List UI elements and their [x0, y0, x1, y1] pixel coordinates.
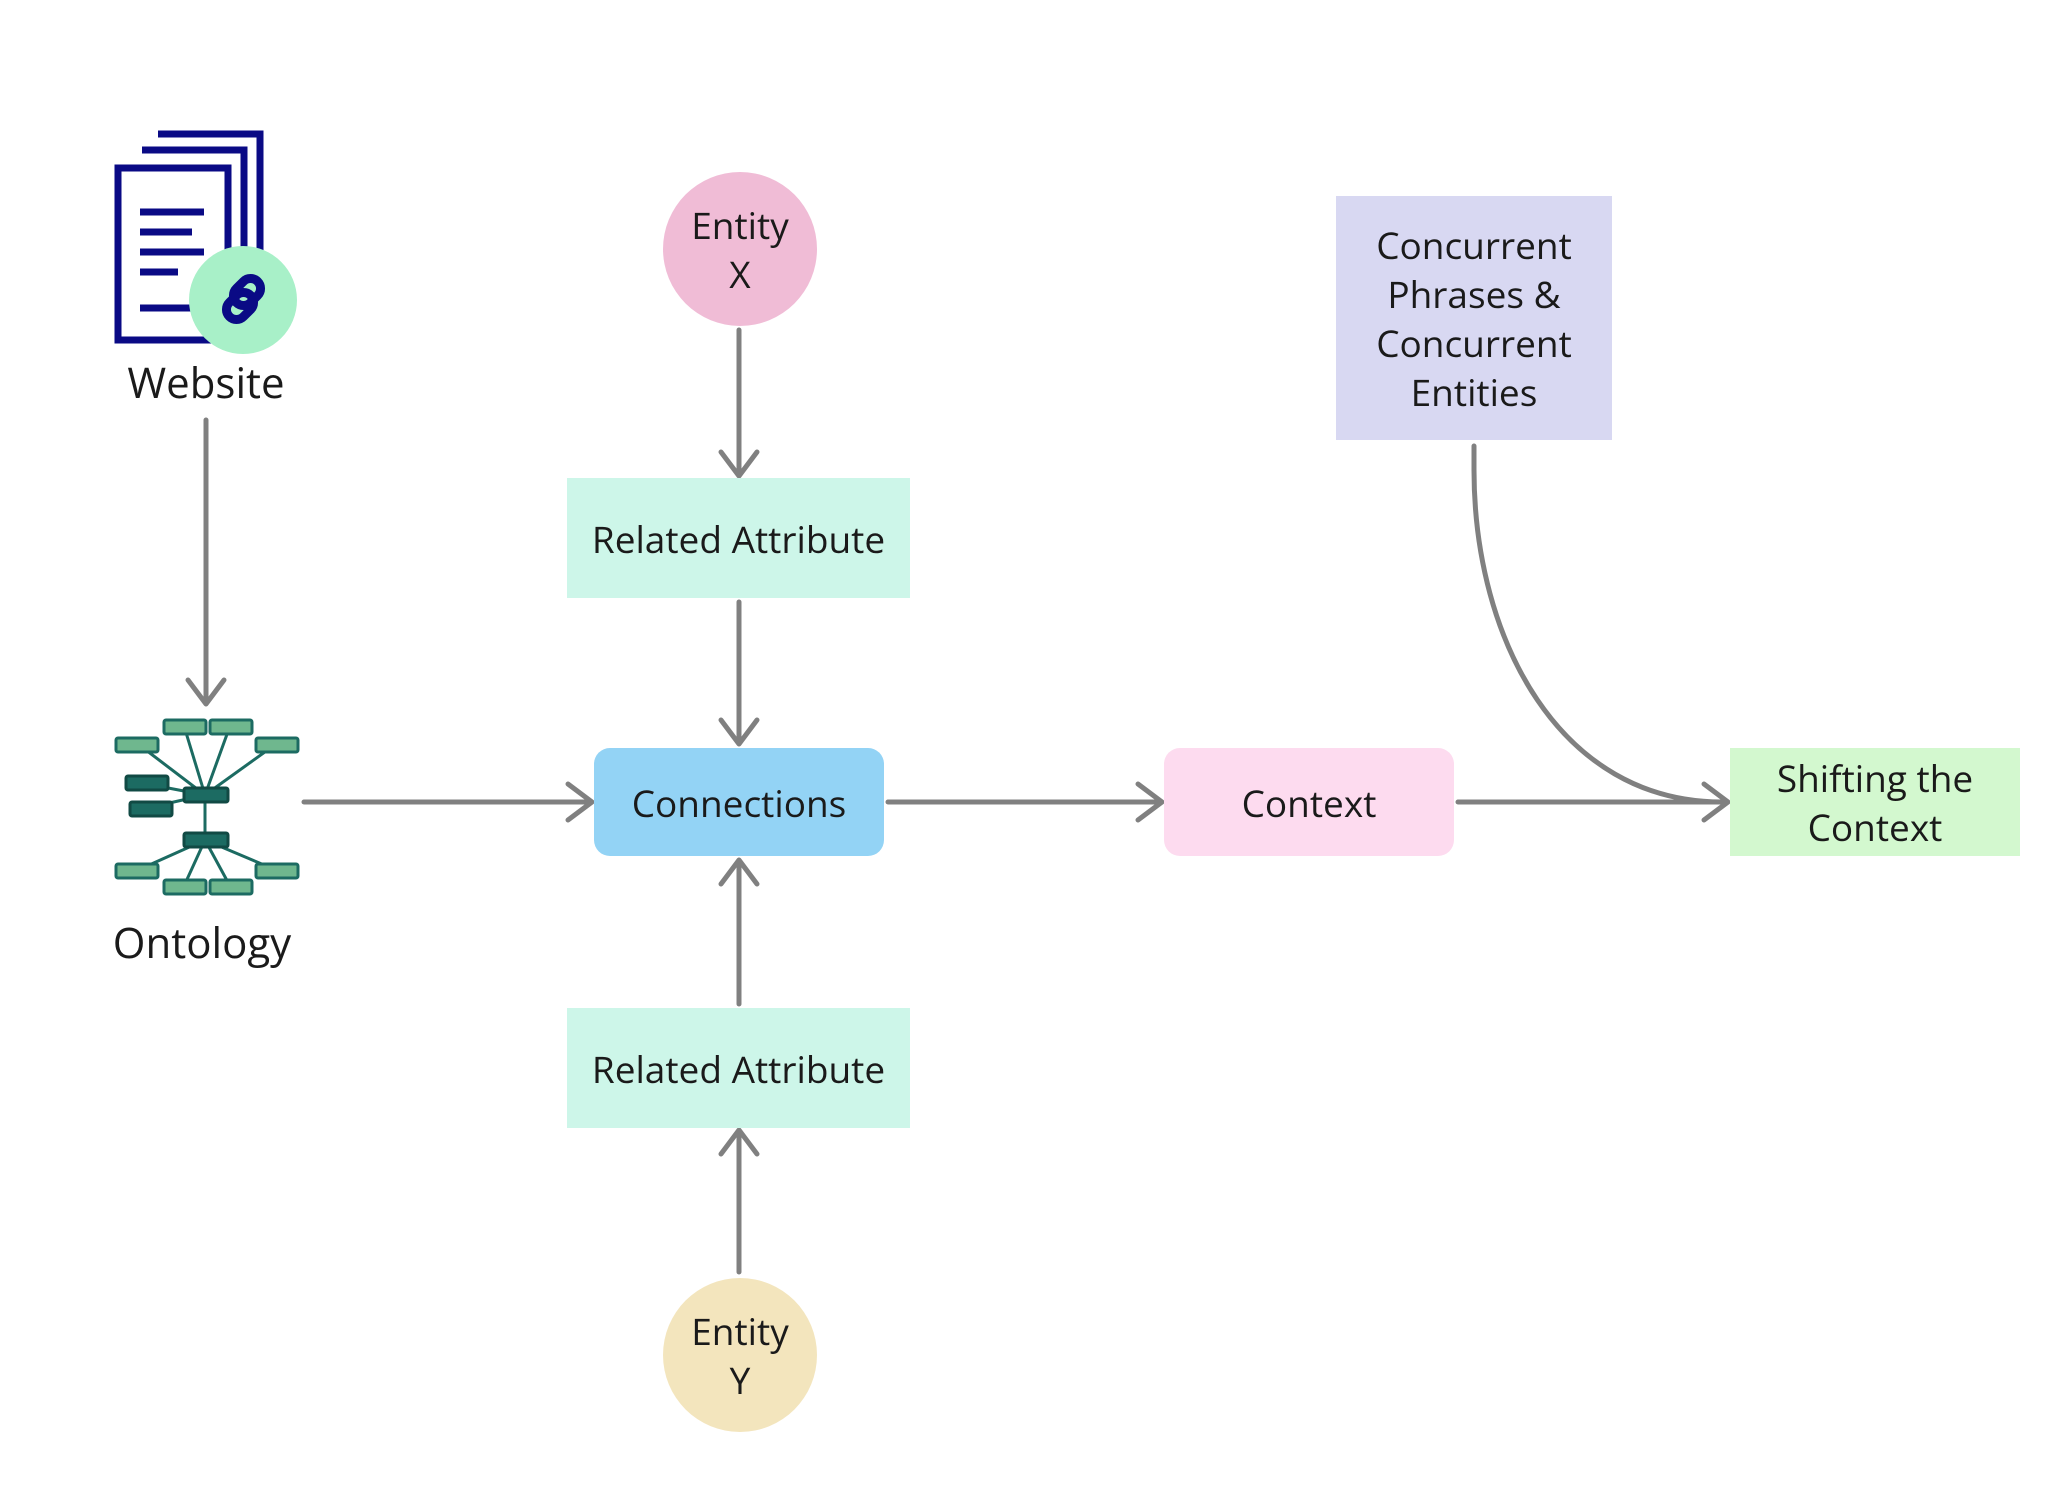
concurrent-line1: Concurrent: [1376, 219, 1572, 270]
connections-node: Connections: [594, 748, 884, 856]
connections-label: Connections: [631, 776, 847, 828]
website-label: Website: [127, 354, 285, 411]
arrowhead-connections-to-context: [1135, 781, 1165, 823]
concurrent-line2: Phrases &: [1387, 268, 1561, 319]
arrowhead-context-to-shifting: [1701, 781, 1731, 823]
related-attribute-bottom-label: Related Attribute: [591, 1042, 886, 1094]
context-node: Context: [1164, 748, 1454, 856]
concurrent-node: Concurrent Phrases & Concurrent Entities: [1336, 196, 1612, 440]
shifting-line2: Context: [1807, 801, 1943, 852]
related-attribute-bottom-node: Related Attribute: [567, 1008, 910, 1128]
entity-x-line1: Entity: [691, 199, 789, 250]
arrow-concurrent-to-shifting: [1471, 443, 1725, 805]
arrowhead-ontology-to-connections: [565, 781, 595, 823]
link-badge: [189, 246, 297, 354]
entity-x-node: Entity X: [663, 172, 817, 326]
entity-y-line2: Y: [729, 1354, 751, 1405]
ontology-node: [112, 710, 302, 900]
related-attribute-top-node: Related Attribute: [567, 478, 910, 598]
document-link-icon: [114, 130, 297, 354]
entity-y-line1: Entity: [691, 1305, 789, 1356]
entity-x-line2: X: [729, 248, 751, 299]
arrowhead-entityx-to-related-top: [718, 449, 760, 479]
shifting-line1: Shifting the: [1776, 752, 1974, 803]
shifting-node: Shifting the Context: [1730, 748, 2020, 856]
ontology-label: Ontology: [112, 914, 292, 971]
entity-y-node: Entity Y: [663, 1278, 817, 1432]
concurrent-line4: Entities: [1410, 366, 1538, 417]
website-node: [112, 130, 302, 360]
arrowhead-related-top-to-connections: [718, 717, 760, 747]
arrowhead-entityy-to-related-bottom: [718, 1127, 760, 1157]
arrowhead-website-to-ontology: [185, 677, 227, 707]
related-attribute-top-label: Related Attribute: [591, 512, 886, 564]
concurrent-line3: Concurrent: [1376, 317, 1572, 368]
arrowhead-related-bottom-to-connections: [718, 857, 760, 887]
context-label: Context: [1241, 776, 1377, 828]
ontology-tree-icon: [114, 718, 300, 896]
